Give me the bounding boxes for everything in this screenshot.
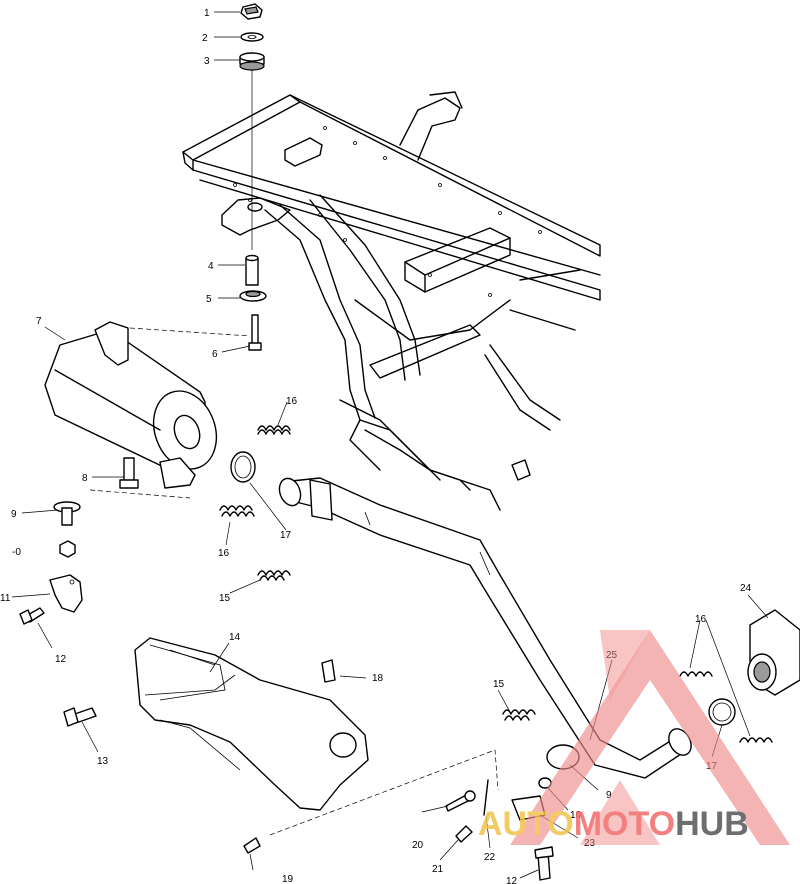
callout-19: 19	[282, 874, 294, 884]
callout-1: 1	[204, 8, 210, 19]
watermark-auto: AUTO	[478, 805, 574, 843]
callout-labels: 1 2 3 4 5 6 7 8 9 -0 11 12 13 14 15 15 1…	[0, 8, 752, 884]
callout-10: -0	[12, 547, 21, 558]
watermark-triangle	[510, 630, 790, 845]
callout-15-left: 15	[219, 593, 231, 604]
callout-16-top: 16	[286, 396, 298, 407]
mount-stack	[239, 3, 267, 351]
spark-arrestor	[747, 609, 800, 696]
callout-22: 22	[484, 852, 496, 863]
callout-2: 2	[202, 33, 208, 44]
callout-3: 3	[204, 56, 210, 67]
callout-20: 20	[412, 840, 424, 851]
callout-4: 4	[208, 261, 214, 272]
callout-13: 13	[97, 756, 109, 767]
callout-7: 7	[36, 316, 42, 327]
callout-21: 21	[432, 864, 444, 875]
callout-9-right: 9	[606, 790, 612, 801]
callout-9: 9	[11, 509, 17, 520]
callout-17-left: 17	[280, 530, 292, 541]
muffler	[44, 321, 251, 499]
bottom-hardware	[243, 777, 554, 881]
callout-12-bottom: 12	[506, 876, 518, 884]
callout-24: 24	[740, 583, 752, 594]
callout-11: 11	[0, 593, 11, 604]
frame	[182, 91, 601, 511]
watermark-hub: HUB	[675, 805, 749, 843]
callout-16-right: 16	[695, 614, 707, 625]
left-hardware	[19, 457, 139, 727]
callout-5: 5	[206, 294, 212, 305]
automotohub-watermark: AUTOMOTOHUB	[478, 630, 790, 845]
callout-8: 8	[82, 473, 88, 484]
callout-14: 14	[229, 632, 241, 643]
callout-12: 12	[55, 654, 67, 665]
callout-10-right: 10	[570, 810, 582, 821]
springs	[219, 425, 773, 743]
callout-18: 18	[372, 673, 384, 684]
callout-6: 6	[212, 349, 218, 360]
callout-15-right: 15	[493, 679, 505, 690]
callout-16-mid: 16	[218, 548, 230, 559]
watermark-logo-text: AUTOMOTOHUB	[478, 805, 749, 843]
heat-shield	[134, 637, 499, 836]
watermark-moto: MOTO	[574, 805, 675, 843]
